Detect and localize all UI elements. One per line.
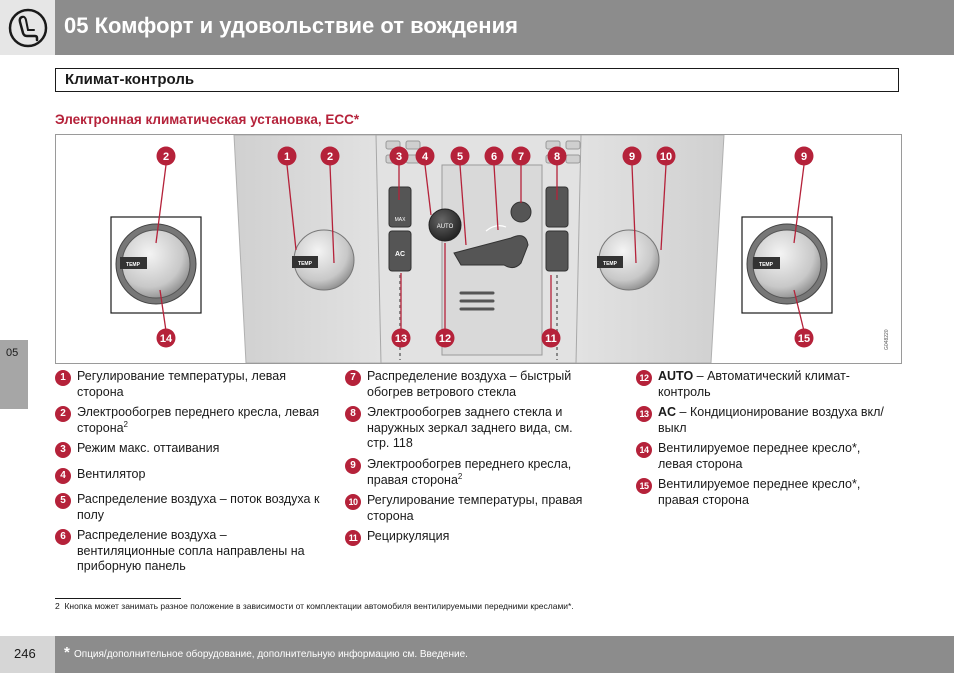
- legend-text: Электрообогрев переднего кресла, правая …: [367, 457, 572, 487]
- page-footer: 246 * Опция/дополнительное оборудование,…: [0, 636, 954, 673]
- callout: 6: [491, 151, 497, 163]
- temp-label-left: TEMP: [298, 261, 313, 267]
- callout: 2: [327, 151, 333, 163]
- temp-label-right: TEMP: [603, 261, 618, 267]
- legend-item: 4 Вентилятор: [55, 467, 320, 492]
- legend-text: Режим макс. оттаивания: [77, 441, 220, 455]
- legend-item: 7 Распределение воздуха – быстрый обогре…: [345, 369, 590, 405]
- legend-item: 12 AUTO – Автоматический климат-контроль: [636, 369, 896, 405]
- footnote-divider: [55, 598, 181, 599]
- callout: 14: [160, 333, 173, 345]
- legend-num: 12: [636, 370, 652, 386]
- temp-label-inset-right: TEMP: [759, 262, 774, 268]
- page-title: 05 Комфорт и удовольствие от вождения: [64, 13, 518, 38]
- legend-item: 1 Регулирование температуры, левая сторо…: [55, 369, 320, 405]
- callouts-top: 2 1 2 3 4 5 6 7 8 9 10 9: [156, 146, 814, 166]
- legend-num: 7: [345, 370, 361, 386]
- callout: 1: [284, 151, 290, 163]
- callout: 13: [395, 333, 407, 345]
- section-title: Климат-контроль: [65, 71, 195, 88]
- callout: 4: [422, 151, 429, 163]
- legend-item: 5 Распределение воздуха – поток воздуха …: [55, 492, 320, 528]
- legend-text: Рециркуляция: [367, 529, 450, 543]
- header-icon-box: [0, 0, 55, 55]
- temp-label-inset-left: TEMP: [126, 262, 141, 268]
- callout: 8: [554, 151, 560, 163]
- legend-text: Вентилируемое переднее кресло*, правая с…: [658, 477, 861, 507]
- footnote-text: Кнопка может занимать разное положение в…: [64, 601, 574, 611]
- legend-col-2: 7 Распределение воздуха – быстрый обогре…: [345, 369, 590, 546]
- callout: 12: [439, 333, 451, 345]
- climate-panel-figure: MAX AC AUTO TEMP TEMP T: [55, 134, 902, 364]
- legend-item: 13 AC – Кондиционирование воздуха вкл/вы…: [636, 405, 896, 441]
- section-bar: Климат-контроль: [55, 68, 899, 92]
- page-header: 05 Комфорт и удовольствие от вождения: [0, 0, 954, 55]
- legend-num: 6: [55, 529, 71, 545]
- sub-heading: Электронная климатическая установка, ECC…: [55, 112, 360, 127]
- legend-text: Вентилятор: [77, 467, 146, 481]
- callout: 9: [629, 151, 635, 163]
- footer-note: Опция/дополнительное оборудование, допол…: [74, 649, 468, 660]
- legend-num: 14: [636, 442, 652, 458]
- callout: 3: [396, 151, 402, 163]
- legend-num: 1: [55, 370, 71, 386]
- callout: 9: [801, 151, 807, 163]
- callout: 2: [163, 151, 169, 163]
- seat-icon: [8, 8, 48, 48]
- legend-text: Распределение воздуха – быстрый обогрев …: [367, 369, 572, 399]
- callout: 11: [545, 333, 557, 345]
- legend-item: 10 Регулирование температуры, правая сто…: [345, 493, 590, 529]
- image-code: G048220: [884, 329, 890, 350]
- legend-num: 5: [55, 493, 71, 509]
- legend-item: 11 Рециркуляция: [345, 529, 590, 546]
- legend-bold: AUTO: [658, 369, 694, 383]
- legend-num: 11: [345, 530, 361, 546]
- legend-text: Вентилируемое переднее кресло*, левая ст…: [658, 441, 861, 471]
- footer-star: *: [64, 644, 70, 661]
- page-number: 246: [14, 646, 36, 661]
- footnote-ref: 2: [457, 471, 463, 481]
- legend-num: 9: [345, 458, 361, 474]
- legend-item: 6 Распределение воздуха – вентиляционные…: [55, 528, 320, 575]
- legend-num: 4: [55, 468, 71, 484]
- chapter-tab: 05: [0, 340, 28, 409]
- callout: 7: [518, 151, 524, 163]
- legend-num: 15: [636, 478, 652, 494]
- legend-item: 8 Электрообогрев заднего стекла и наружн…: [345, 405, 590, 457]
- callout: 10: [660, 151, 672, 163]
- legend-col-1: 1 Регулирование температуры, левая сторо…: [55, 369, 320, 575]
- callout: 15: [798, 333, 810, 345]
- legend-num: 10: [345, 494, 361, 510]
- callouts-bottom: 14 13 12 11 15: [156, 328, 814, 348]
- chapter-tab-label: 05: [6, 347, 19, 359]
- callout: 5: [457, 151, 463, 163]
- legend-text: – Автоматический климат-контроль: [658, 369, 850, 399]
- legend-item: 2 Электрообогрев переднего кресла, левая…: [55, 405, 320, 441]
- legend-text: Регулирование температуры, правая сторон…: [367, 493, 583, 523]
- legend-text: Распределение воздуха – вентиляционные с…: [77, 528, 305, 573]
- max-label: MAX: [395, 217, 407, 223]
- footnote-mark: 2: [55, 601, 60, 611]
- ac-label: AC: [395, 251, 405, 258]
- climate-panel-illustration: MAX AC AUTO TEMP TEMP T: [110, 135, 890, 363]
- footnote: 2 Кнопка может занимать разное положение…: [55, 601, 574, 611]
- legend-item: 15 Вентилируемое переднее кресло*, права…: [636, 477, 896, 508]
- legend-num: 2: [55, 406, 71, 422]
- legend-item: 3 Режим макс. оттаивания: [55, 441, 320, 467]
- legend-num: 3: [55, 442, 71, 458]
- page-number-box: 246: [0, 636, 55, 673]
- legend-item: 14 Вентилируемое переднее кресло*, левая…: [636, 441, 896, 477]
- legend-text: – Кондиционирование воздуха вкл/выкл: [658, 405, 884, 435]
- legend-num: 13: [636, 406, 652, 422]
- legend-item: 9 Электрообогрев переднего кресла, права…: [345, 457, 590, 493]
- legend-col-3: 12 AUTO – Автоматический климат-контроль…: [636, 369, 896, 508]
- footnote-ref: 2: [123, 419, 128, 429]
- legend-text: Электрообогрев переднего кресла, левая с…: [77, 405, 320, 435]
- auto-label: AUTO: [437, 224, 454, 230]
- legend-bold: AC: [658, 405, 677, 419]
- legend-num: 8: [345, 406, 361, 422]
- legend-text: Электрообогрев заднего стекла и наружных…: [367, 405, 573, 450]
- legend-text: Регулирование температуры, левая сторона: [77, 369, 287, 399]
- legend-text: Распределение воздуха – поток воздуха к …: [77, 492, 320, 522]
